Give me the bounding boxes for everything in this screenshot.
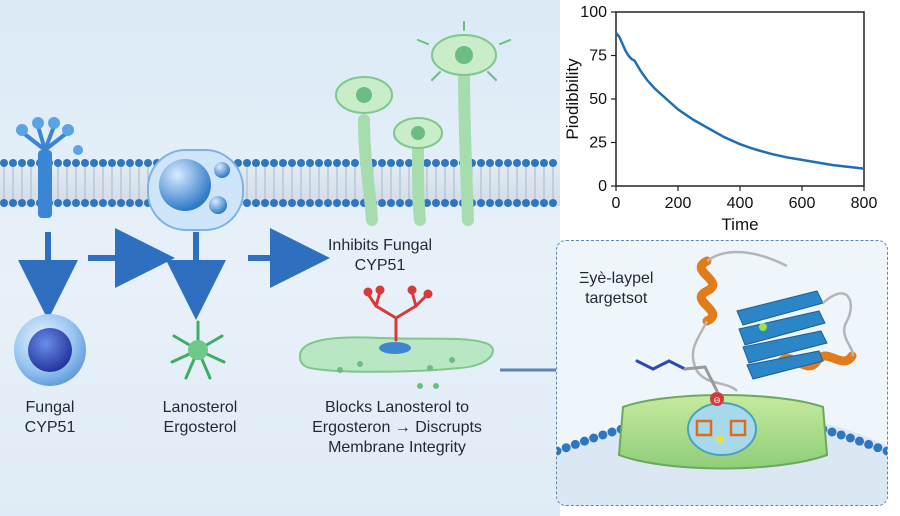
y-tick-label: 50: [589, 91, 607, 108]
flow-arrows: [18, 228, 330, 320]
x-tick-label: 400: [727, 195, 754, 212]
x-tick-label: 200: [665, 195, 692, 212]
pathway-diagram: [0, 21, 560, 389]
y-tick-label: 25: [589, 135, 607, 152]
y-tick-label: 0: [598, 178, 607, 195]
inhibitor-ligand-icon: [635, 359, 719, 393]
fungal-hyphae-icon: [335, 21, 511, 226]
fungal-cell-icon: [14, 314, 86, 386]
ergosterol-molecule-icon: [170, 320, 226, 380]
fungal-cyp51-icon: [16, 117, 83, 218]
lanosterol-cell-icon: [147, 149, 244, 231]
beta-sheet-icon: [736, 290, 828, 380]
protein-loops: [691, 250, 855, 392]
line-chart: 0 200 400 600 800 0 25 50 75 100 Time Piodibbili…: [563, 4, 878, 234]
plot-area: [615, 11, 865, 187]
disrupted-membrane-icon: [298, 336, 494, 389]
y-tick-label: 100: [580, 4, 607, 21]
membrane-raft-icon: ⊖: [617, 392, 829, 470]
x-tick-label: 600: [789, 195, 816, 212]
ligand-marker: ⊖: [713, 395, 721, 405]
y-axis-label: Piodibbility: [563, 58, 582, 140]
y-tick-label: 75: [589, 48, 607, 65]
cell-membrane: [0, 159, 560, 207]
series-line: [615, 32, 865, 170]
x-tick-label: 800: [851, 195, 878, 212]
x-tick-label: 0: [612, 195, 621, 212]
protein-structure: ⊖: [557, 250, 887, 505]
x-axis-label: Time: [721, 215, 758, 234]
inhibitor-molecule-icon: [363, 285, 433, 342]
